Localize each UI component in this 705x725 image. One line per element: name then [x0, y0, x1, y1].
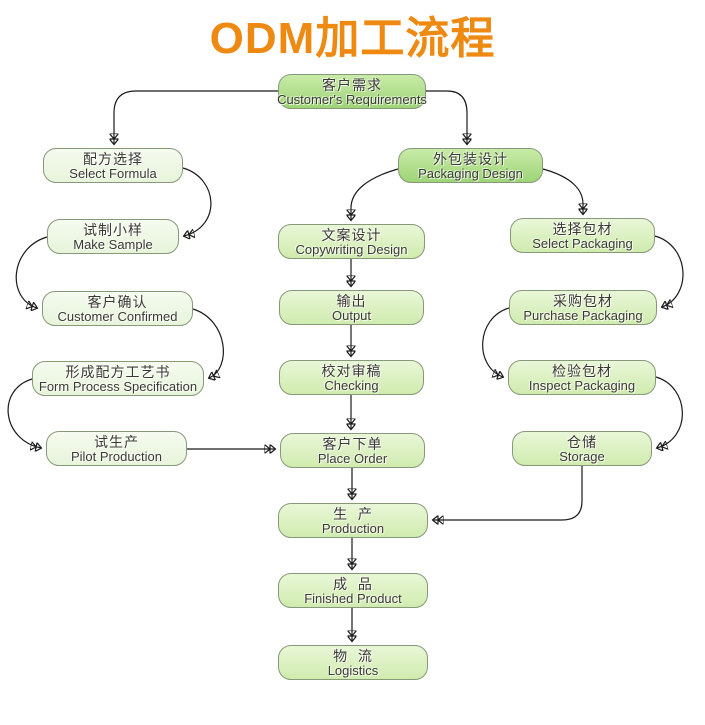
connector-purchase-to-inspect	[482, 307, 510, 377]
node-make-sample: 试制小样 Make Sample	[47, 219, 179, 254]
connector-requirements-to-packaging-design	[426, 90, 467, 144]
node-label-en: Purchase Packaging	[523, 307, 643, 323]
node-inspect-packaging: 检验包材 Inspect Packaging	[508, 360, 656, 395]
node-label-zh: 文案设计	[321, 226, 382, 243]
node-pilot-production: 试生产 Pilot Production	[46, 431, 187, 466]
node-label-en: Packaging Design	[418, 165, 523, 181]
node-checking: 校对审稿 Checking	[279, 360, 424, 395]
node-label-zh: 试制小样	[83, 221, 143, 238]
node-label-zh: 外包装设计	[433, 150, 508, 167]
node-label-en: Pilot Production	[70, 448, 163, 464]
node-output: 输出 Output	[279, 290, 424, 325]
node-label-zh: 仓储	[567, 433, 597, 450]
node-label-en: Select Formula	[69, 165, 157, 181]
node-label-zh: 检验包材	[552, 362, 612, 379]
node-label-zh: 成 品	[333, 575, 373, 592]
node-label-en: Logistics	[327, 662, 379, 678]
node-customer-confirmed: 客户确认 Customer Confirmed	[42, 291, 193, 326]
node-label-zh: 校对审稿	[321, 362, 382, 379]
node-label-zh: 采购包材	[553, 292, 613, 309]
node-production: 生 产 Production	[278, 503, 428, 538]
node-label-zh: 配方选择	[83, 150, 143, 167]
node-label-zh: 形成配方工艺书	[65, 363, 171, 380]
node-label-en: Finished Product	[304, 590, 402, 606]
node-label-zh: 物 流	[333, 647, 373, 664]
node-label-en: Production	[321, 520, 385, 536]
node-label-zh: 试生产	[94, 433, 139, 450]
connector-select-packaging-to-purchase	[654, 235, 684, 307]
node-storage: 仓储 Storage	[512, 431, 652, 466]
connector-storage-to-production	[433, 466, 583, 520]
node-label-en: Select Packaging	[532, 235, 633, 251]
node-label-en: Inspect Packaging	[528, 377, 636, 393]
node-form-process-specification: 形成配方工艺书 Form Process Specification	[32, 361, 204, 396]
node-customer-requirements: 客户需求 Customer's Requirements	[277, 74, 427, 109]
node-label-zh: 客户需求	[322, 76, 382, 93]
node-packaging-design: 外包装设计 Packaging Design	[398, 148, 543, 183]
node-finished-product: 成 品 Finished Product	[278, 573, 428, 608]
node-label-en: Customer Confirmed	[57, 308, 178, 324]
node-label-zh: 客户下单	[322, 435, 383, 452]
connector-requirements-to-select-formula	[114, 90, 278, 144]
node-label-en: Checking	[324, 377, 379, 393]
page-title: ODM加工流程	[209, 14, 496, 63]
connector-packaging-to-copywriting	[351, 168, 399, 220]
node-purchase-packaging: 采购包材 Purchase Packaging	[509, 290, 657, 325]
node-label-en: Make Sample	[73, 236, 153, 252]
node-select-formula: 配方选择 Select Formula	[43, 148, 183, 183]
node-label-zh: 生 产	[333, 505, 373, 522]
node-label-zh: 客户确认	[87, 293, 148, 310]
connector-inspect-to-storage	[656, 376, 683, 448]
node-place-order: 客户下单 Place Order	[280, 433, 425, 468]
node-label-zh: 选择包材	[552, 220, 613, 237]
node-label-en: Form Process Specification	[38, 378, 198, 394]
node-logistics: 物 流 Logistics	[278, 645, 428, 680]
node-label-en: Place Order	[317, 450, 388, 466]
node-select-packaging: 选择包材 Select Packaging	[510, 218, 655, 253]
node-label-zh: 输出	[336, 292, 367, 309]
node-copywriting-design: 文案设计 Copywriting Design	[278, 224, 425, 259]
node-label-en: Output	[331, 307, 372, 323]
node-label-en: Copywriting Design	[295, 241, 408, 257]
connector-select-formula-to-make-sample	[183, 167, 212, 236]
node-label-en: Storage	[559, 448, 605, 464]
connector-packaging-to-select-packaging	[542, 168, 583, 214]
node-label-en: Customer's Requirements	[277, 91, 427, 107]
